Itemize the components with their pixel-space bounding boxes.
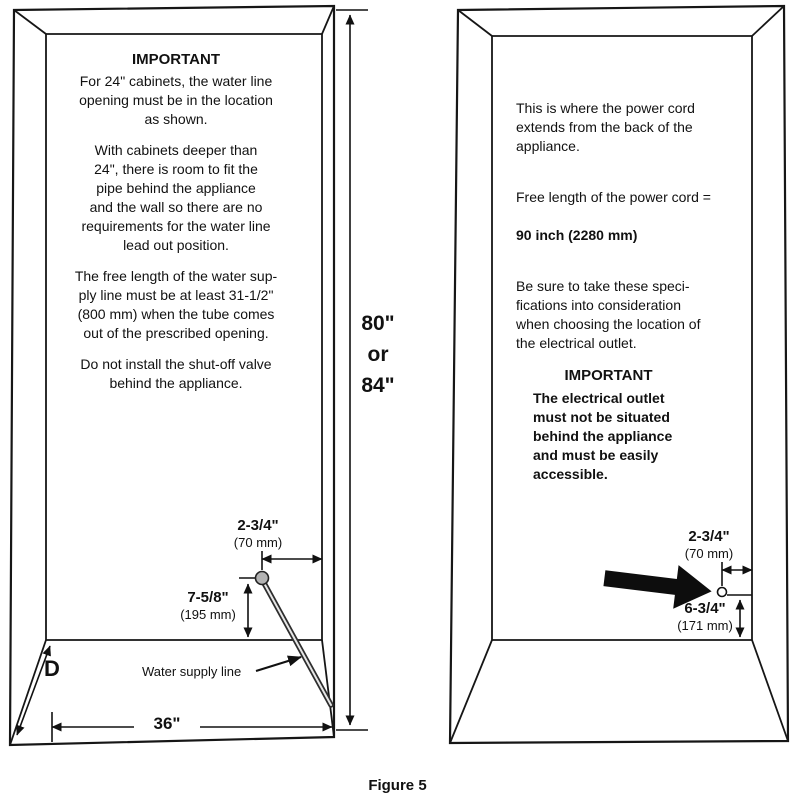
water-line-opening: [254, 570, 270, 586]
right-para-cord-length: Free length of the power cord = 90 inch …: [516, 169, 740, 264]
opening-width-dimension: 36": [134, 714, 200, 734]
cord-length-value: 90 inch (2280 mm): [516, 227, 638, 243]
cord-offset-dimension: 2-3/4" (70 mm): [670, 528, 748, 562]
cord-length-lead: Free length of the power cord =: [516, 189, 711, 205]
depth-dimension-arrow: [16, 645, 51, 736]
right-important-body: The electrical outlet must not be situat…: [533, 390, 673, 482]
left-instructions: IMPORTANT For 24" cabinets, the water li…: [45, 50, 307, 405]
water-offset-value: 2-3/4": [237, 517, 279, 534]
power-cord-exit-point: [716, 586, 728, 598]
cord-offset-value: 2-3/4": [688, 528, 730, 545]
left-para-deeper-cabinets: With cabinets deeper than 24", there is …: [81, 142, 271, 253]
opening-depth-label: D: [44, 656, 60, 681]
left-important-heading: IMPORTANT: [131, 51, 221, 68]
water-offset-dimension: 2-3/4" (70 mm): [216, 517, 300, 551]
left-para-free-length: The free length of the water sup- ply li…: [74, 268, 278, 341]
cord-height-mm: (171 mm): [677, 618, 733, 633]
right-important-heading: IMPORTANT: [564, 367, 653, 384]
right-dimension-lines: [721, 562, 753, 638]
power-cord-pointer-arrow: [603, 565, 712, 609]
cord-offset-mm: (70 mm): [684, 546, 734, 561]
water-supply-pipe: [254, 570, 334, 708]
figure-caption: Figure 5: [368, 777, 427, 794]
opening-height-dimension: 80" or 84": [361, 312, 395, 397]
water-rise-value: 7-5/8": [187, 589, 229, 606]
left-para-shutoff-valve: Do not install the shut-off valve behind…: [80, 356, 272, 391]
cord-height-dimension: 6-3/4" (171 mm): [664, 600, 746, 634]
left-para-water-line-location: For 24" cabinets, the water line opening…: [79, 73, 273, 127]
water-label-pointer-arrow: [255, 655, 302, 673]
water-offset-mm: (70 mm): [233, 535, 283, 550]
water-rise-mm: (195 mm): [180, 607, 236, 622]
right-alcove-outline: [448, 4, 790, 745]
water-rise-dimension: 7-5/8" (195 mm): [172, 589, 244, 623]
cord-height-value: 6-3/4": [684, 600, 726, 617]
right-instructions: This is where the power cord extends fro…: [516, 99, 740, 484]
water-supply-line-label: Water supply line: [142, 664, 242, 679]
right-para-outlet-location: Be sure to take these speci- fications i…: [516, 278, 701, 351]
left-dimension-lines: [16, 9, 368, 742]
right-para-cord-exit: This is where the power cord extends fro…: [516, 100, 695, 154]
